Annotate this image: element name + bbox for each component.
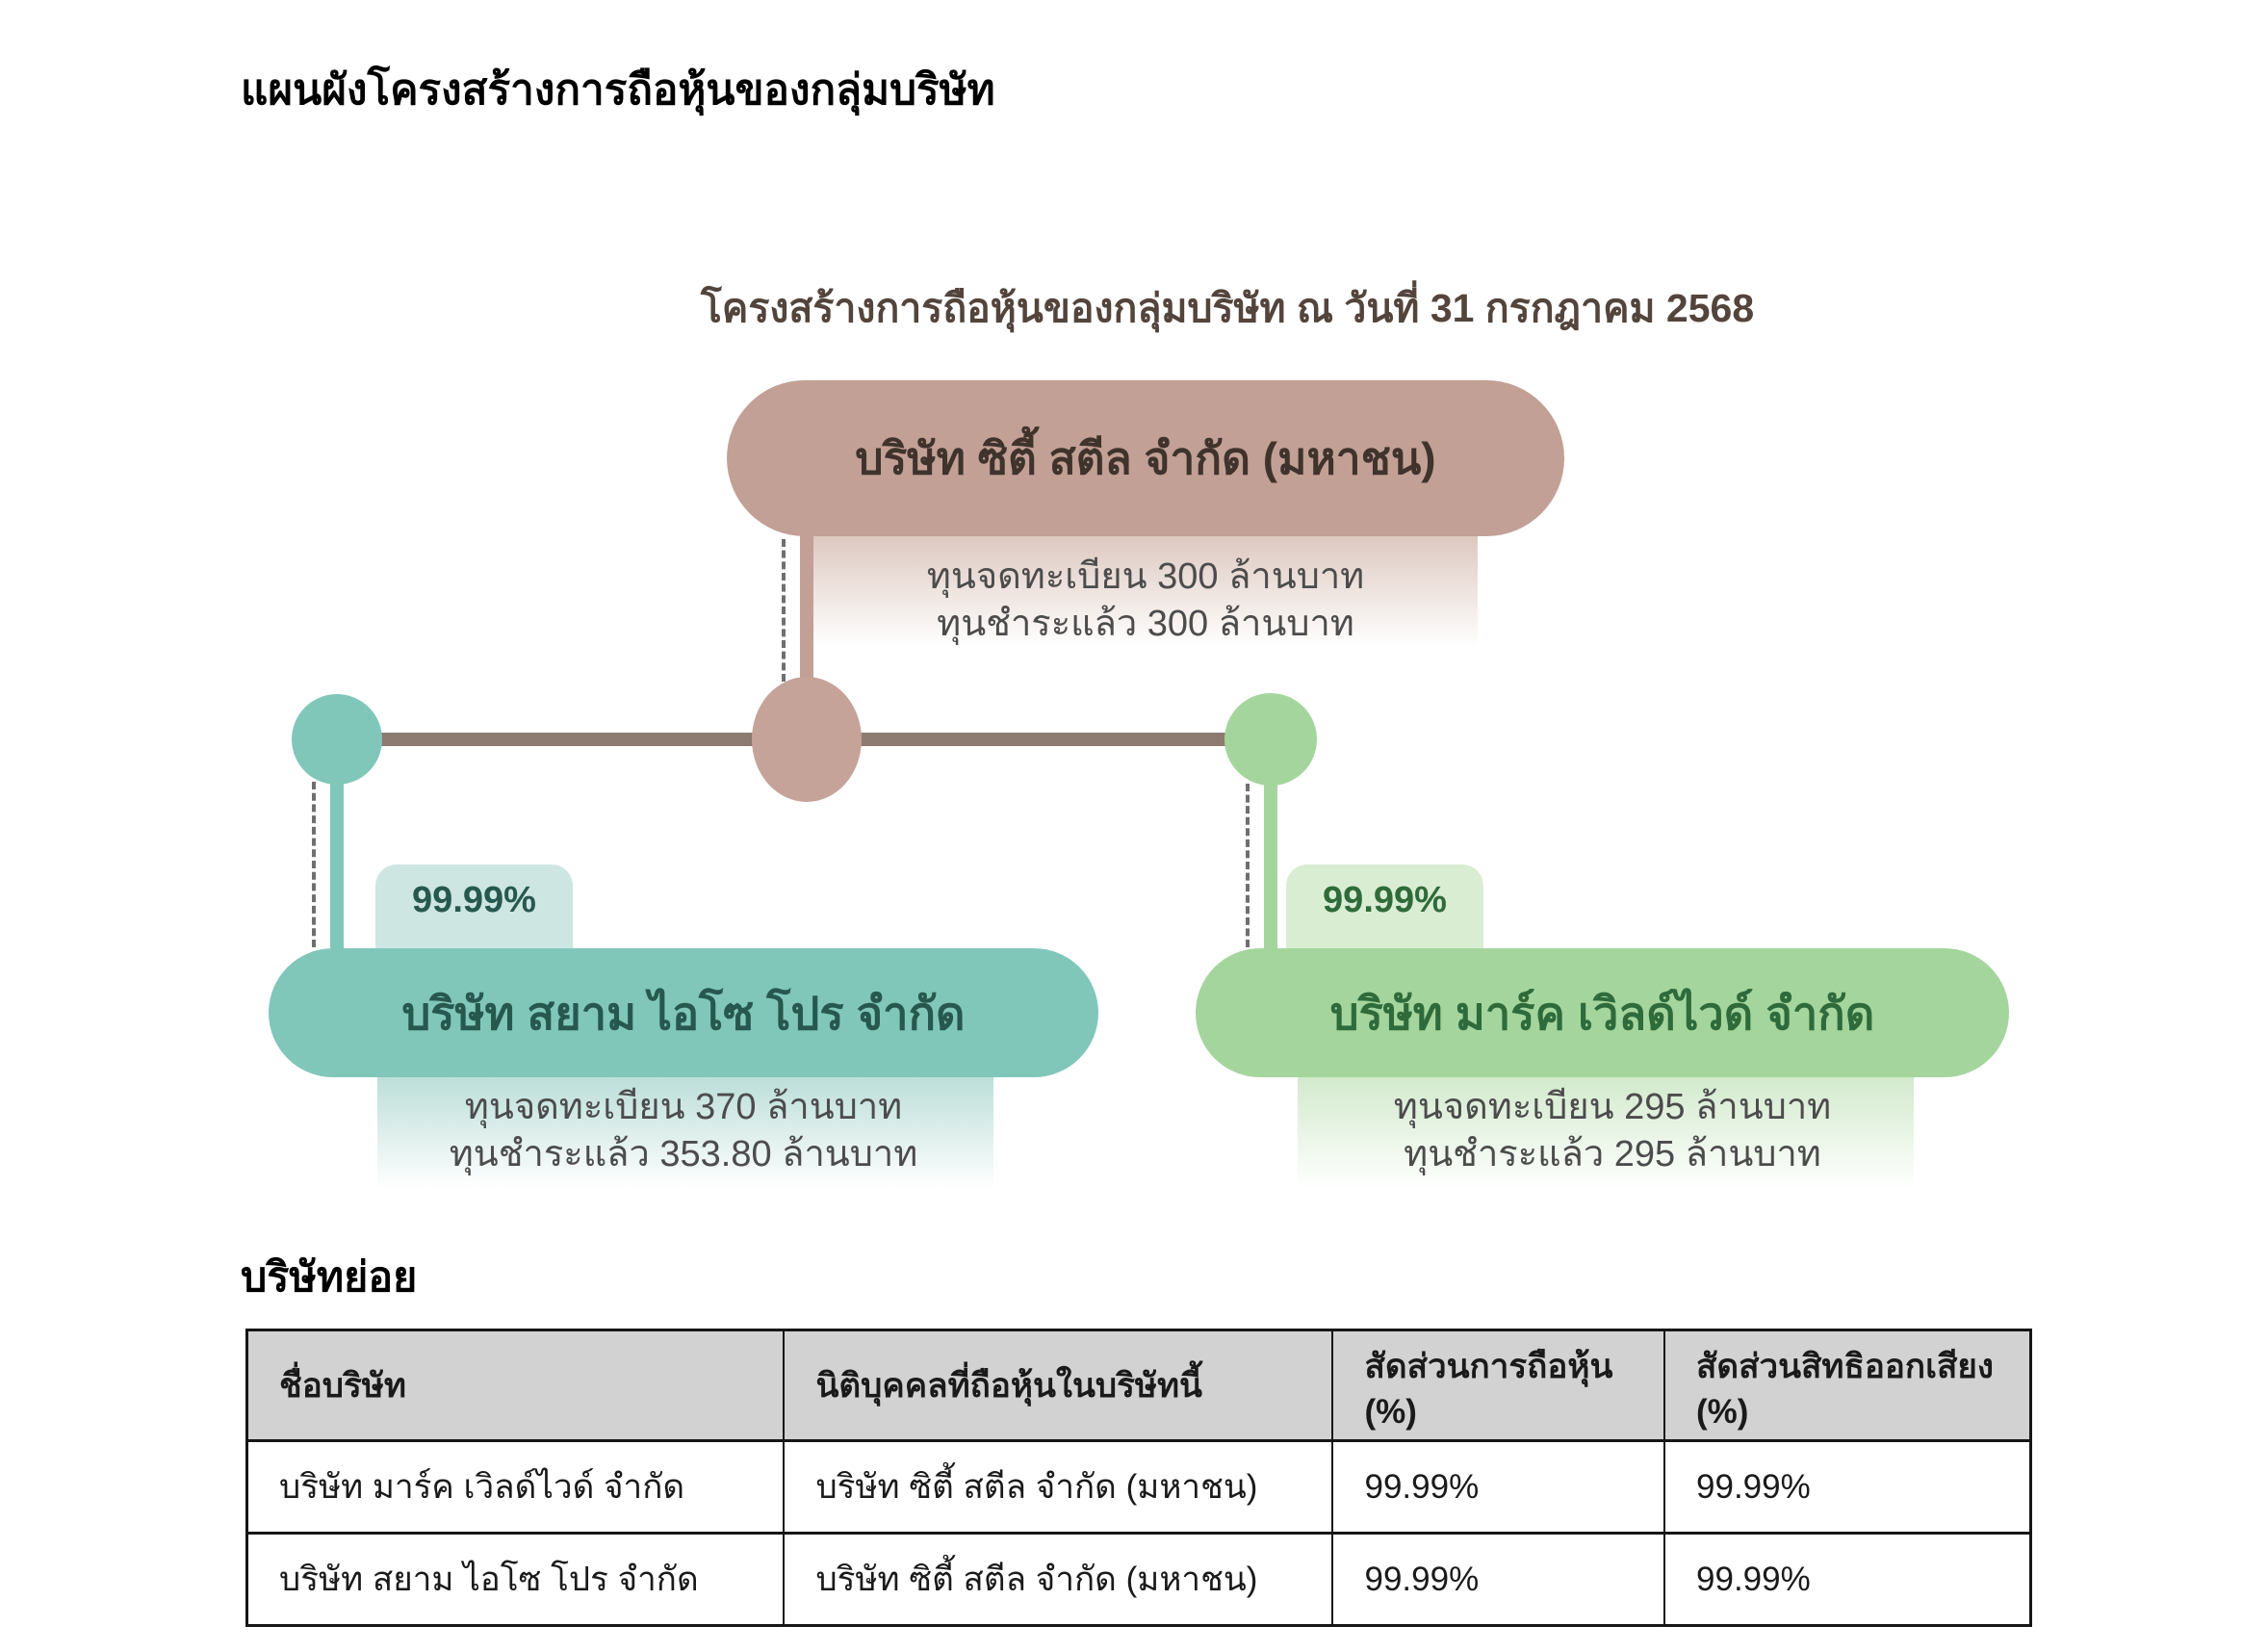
ownership-percent-left: 99.99% xyxy=(412,880,536,920)
right-subsidiary-registered-capital: ทุนจดทะเบียน 295 ล้านบาท xyxy=(1393,1087,1832,1127)
right-subsidiary-capital-info: ทุนจดทะเบียน 295 ล้านบาท ทุนชำระแล้ว 295… xyxy=(1300,1084,1925,1177)
right-subsidiary-paid-up-capital: ทุนชำระแล้ว 295 ล้านบาท xyxy=(1404,1133,1821,1174)
left-subsidiary-registered-capital: ทุนจดทะเบียน 370 ล้านบาท xyxy=(464,1087,903,1127)
right-junction-dot xyxy=(1224,693,1317,786)
parent-capital-info: ทุนจดทะเบียน 300 ล้านบาท ทุนชำระแล้ว 300… xyxy=(809,554,1482,647)
left-subsidiary-node: บริษัท สยาม ไอโซ โปร จำกัด xyxy=(269,948,1098,1077)
subsidiaries-heading: บริษัทย่อย xyxy=(241,1254,418,1301)
right-subsidiary-node: บริษัท มาร์ค เวิลด์ไวด์ จำกัด xyxy=(1196,948,2009,1077)
parent-company-name: บริษัท ซิตี้ สตีล จำกัด (มหาชน) xyxy=(855,432,1436,483)
parent-node-shadow xyxy=(813,531,1478,647)
right-subsidiary-name: บริษัท มาร์ค เวิลด์ไวด์ จำกัด xyxy=(1329,987,1875,1039)
left-subsidiary-capital-info: ทุนจดทะเบียน 370 ล้านบาท ทุนชำระแล้ว 353… xyxy=(371,1084,996,1177)
cell-shareholder-entity: บริษัท ซิตี้ สตีล จำกัด (มหาชน) xyxy=(783,1439,1334,1535)
parent-connector-stem xyxy=(800,532,813,691)
header-voting-rights-percent: สัดส่วนสิทธิออกเสียง (%) xyxy=(1663,1329,2032,1442)
cell-company-name: บริษัท มาร์ค เวิลด์ไวด์ จำกัด xyxy=(245,1439,786,1535)
right-dashed-line xyxy=(1246,784,1250,947)
table-header-row: ชื่อบริษัท นิติบุคคลที่ถือหุ้นในบริษัทนี… xyxy=(245,1329,2032,1442)
parent-company-node: บริษัท ซิตี้ สตีล จำกัด (มหาชน) xyxy=(727,380,1564,536)
cell-shareholding-percent: 99.99% xyxy=(1331,1439,1666,1535)
right-subsidiary-shadow xyxy=(1298,1069,1914,1189)
left-subsidiary-name: บริษัท สยาม ไอโซ โปร จำกัด xyxy=(401,987,966,1039)
header-shareholding-percent: สัดส่วนการถือหุ้น (%) xyxy=(1331,1329,1666,1442)
cell-shareholder-entity: บริษัท ซิตี้ สตีล จำกัด (มหาชน) xyxy=(783,1532,1334,1627)
table-row: บริษัท สยาม ไอโซ โปร จำกัด บริษัท ซิตี้ … xyxy=(245,1532,2032,1627)
parent-registered-capital: ทุนจดทะเบียน 300 ล้านบาท xyxy=(926,556,1365,597)
subsidiaries-table: ชื่อบริษัท นิติบุคคลที่ถือหุ้นในบริษัทนี… xyxy=(245,1329,2032,1627)
cell-company-name: บริษัท สยาม ไอโซ โปร จำกัด xyxy=(245,1532,786,1627)
cell-voting-rights-percent: 99.99% xyxy=(1663,1439,2032,1535)
right-connector-stem xyxy=(1264,770,1277,953)
left-dashed-line xyxy=(312,782,316,947)
parent-dashed-line xyxy=(782,539,786,682)
parent-paid-up-capital: ทุนชำระแล้ว 300 ล้านบาท xyxy=(937,603,1354,644)
header-shareholder-entity: นิติบุคคลที่ถือหุ้นในบริษัทนี้ xyxy=(783,1329,1334,1442)
table-row: บริษัท มาร์ค เวิลด์ไวด์ จำกัด บริษัท ซิต… xyxy=(245,1439,2032,1535)
left-junction-dot xyxy=(292,694,382,785)
header-company-name: ชื่อบริษัท xyxy=(245,1329,786,1442)
left-subsidiary-paid-up-capital: ทุนชำระแล้ว 353.80 ล้านบาท xyxy=(449,1133,918,1174)
cell-shareholding-percent: 99.99% xyxy=(1331,1532,1666,1627)
cell-voting-rights-percent: 99.99% xyxy=(1663,1532,2032,1627)
page-title: แผนผังโครงสร้างการถือหุ้นของกลุ่มบริษัท xyxy=(241,66,995,114)
left-connector-stem xyxy=(330,770,344,953)
parent-junction-dot xyxy=(752,677,862,802)
left-subsidiary-shadow xyxy=(377,1069,993,1189)
diagram-title: โครงสร้างการถือหุ้นของกลุ่มบริษัท ณ วันท… xyxy=(700,286,1755,330)
ownership-percent-right: 99.99% xyxy=(1323,880,1447,920)
